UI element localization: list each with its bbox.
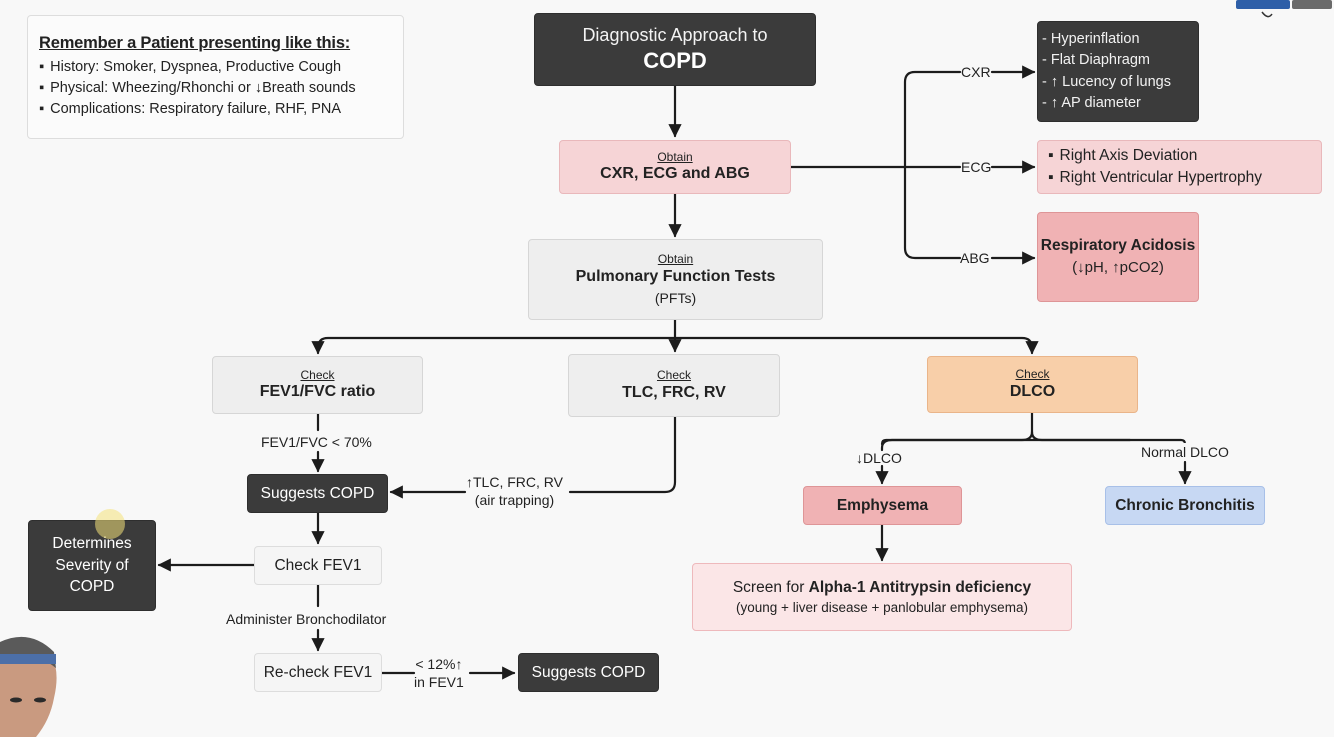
edge-label-ecg: ECG — [961, 159, 992, 175]
cxr-item-flat-diaphragm: - Flat Diaphragm — [1042, 52, 1150, 69]
edge-label-down-dlco: ↓DLCO — [856, 450, 902, 466]
abg-sub: (↓pH, ↑pCO2) — [1072, 259, 1164, 277]
ecg-item-axis: Right Axis Deviation — [1048, 145, 1262, 167]
cxr-item-lucency: - ↑ Lucency of lungs — [1042, 73, 1171, 90]
emphysema-box: Emphysema — [803, 486, 962, 525]
remember-item-history: History: Smoker, Dyspnea, Productive Cou… — [39, 57, 356, 78]
remember-item-complications: Complications: Respiratory failure, RHF,… — [39, 99, 356, 120]
edge-label-lt12-line1: < 12%↑ — [415, 656, 463, 672]
alpha1-line: Screen for Alpha-1 Antitrypsin deficienc… — [733, 579, 1031, 597]
suggests-copd-text-1: Suggests COPD — [260, 484, 375, 502]
edge-label-tlc-up-line1: ↑TLC, FRC, RV — [466, 474, 563, 490]
cxr-findings-list: - Hyperinflation - Flat Diaphragm - ↑ Lu… — [1042, 29, 1171, 113]
edge-label-tlc-up: ↑TLC, FRC, RV (air trapping) — [466, 473, 563, 509]
ecg-findings-list: Right Axis Deviation Right Ventricular H… — [1048, 145, 1262, 190]
edge-label-fev-lt70: FEV1/FVC < 70% — [261, 434, 372, 450]
suggests-copd-text-2: Suggests COPD — [531, 663, 646, 681]
edge-label-lt12-line2: in FEV1 — [414, 674, 464, 691]
check-fev1-text: Check FEV1 — [274, 556, 362, 574]
tlc-label: Check — [656, 368, 691, 383]
determines-line2: Severity of — [55, 556, 129, 574]
presenter-avatar — [0, 636, 57, 737]
pft-label: Obtain — [657, 252, 694, 267]
edge-label-admin-bd: Administer Bronchodilator — [226, 611, 387, 627]
recheck-fev1-box: Re-check FEV1 — [254, 653, 382, 692]
tlc-title: TLC, FRC, RV — [622, 383, 726, 401]
fev-ratio-label: Check — [300, 367, 335, 382]
header-box: Diagnostic Approach to COPD — [534, 13, 816, 86]
edge-dlco-left — [880, 430, 1034, 450]
header-line1: Diagnostic Approach to — [582, 25, 768, 45]
edge-label-lt12: < 12%↑ in FEV1 — [414, 655, 464, 691]
edge-dlco-right — [1030, 430, 1132, 442]
edge-label-tlc-up-line2: (air trapping) — [474, 492, 555, 509]
dlco-box: Check DLCO — [927, 356, 1138, 413]
pft-box: Obtain Pulmonary Function Tests (PFTs) — [528, 239, 823, 320]
alpha1-sub: (young + liver disease + panlobular emph… — [736, 600, 1028, 615]
remember-list: History: Smoker, Dyspnea, Productive Cou… — [39, 57, 356, 120]
fev-ratio-title: FEV1/FVC ratio — [259, 383, 376, 401]
header-line2: COPD — [643, 48, 707, 73]
abg-title: Respiratory Acidosis — [1040, 237, 1196, 255]
suggests-copd-box-1: Suggests COPD — [247, 474, 388, 513]
edge-tlc-suggest — [568, 415, 677, 494]
alpha1-prefix: Screen for — [732, 579, 809, 596]
check-fev1-box: Check FEV1 — [254, 546, 382, 585]
obtain-tests-box: Obtain CXR, ECG and ABG — [559, 140, 791, 194]
dlco-label: Check — [1015, 367, 1050, 382]
alpha1-bold: Alpha-1 Antitrypsin deficiency — [808, 579, 1032, 596]
fev-ratio-box: Check FEV1/FVC ratio — [212, 356, 423, 414]
cxr-findings-box: - Hyperinflation - Flat Diaphragm - ↑ Lu… — [1037, 21, 1199, 122]
abg-findings-box: Respiratory Acidosis (↓pH, ↑pCO2) — [1037, 212, 1199, 302]
remember-title: Remember a Patient presenting like this: — [39, 34, 351, 52]
logo-fragment — [1236, 0, 1332, 18]
dlco-title: DLCO — [1009, 382, 1056, 400]
remember-item-physical: Physical: Wheezing/Rhonchi or ↓Breath so… — [39, 78, 355, 99]
tlc-box: Check TLC, FRC, RV — [568, 354, 780, 417]
recheck-fev1-text: Re-check FEV1 — [263, 663, 373, 681]
chronic-bronchitis-box: Chronic Bronchitis — [1105, 486, 1265, 525]
determines-line3: COPD — [69, 578, 115, 596]
pft-title: Pulmonary Function Tests — [575, 267, 776, 285]
cxr-item-ap-diameter: - ↑ AP diameter — [1042, 94, 1141, 111]
determines-severity-box: Determines Severity of COPD — [28, 520, 156, 611]
suggests-copd-box-2: Suggests COPD — [518, 653, 659, 692]
remember-box: Remember a Patient presenting like this:… — [27, 15, 404, 139]
alpha1-box: Screen for Alpha-1 Antitrypsin deficienc… — [692, 563, 1072, 631]
edge-label-normal-dlco: Normal DLCO — [1139, 443, 1231, 462]
obtain-tests-title: CXR, ECG and ABG — [600, 165, 750, 183]
determines-line1: Determines — [52, 534, 132, 552]
edge-label-abg: ABG — [960, 250, 990, 266]
cxr-item-hyperinflation: - Hyperinflation — [1042, 31, 1140, 48]
ecg-findings-box: Right Axis Deviation Right Ventricular H… — [1037, 140, 1322, 194]
emphysema-text: Emphysema — [836, 496, 929, 514]
pft-sub: (PFTs) — [654, 289, 697, 306]
edge-label-cxr: CXR — [961, 64, 991, 80]
obtain-tests-label: Obtain — [657, 149, 693, 164]
chronic-bronchitis-text: Chronic Bronchitis — [1115, 496, 1255, 514]
ecg-item-rvh: Right Ventricular Hypertrophy — [1048, 167, 1262, 189]
cursor-highlight — [95, 509, 125, 539]
edge-bracket — [903, 70, 962, 260]
